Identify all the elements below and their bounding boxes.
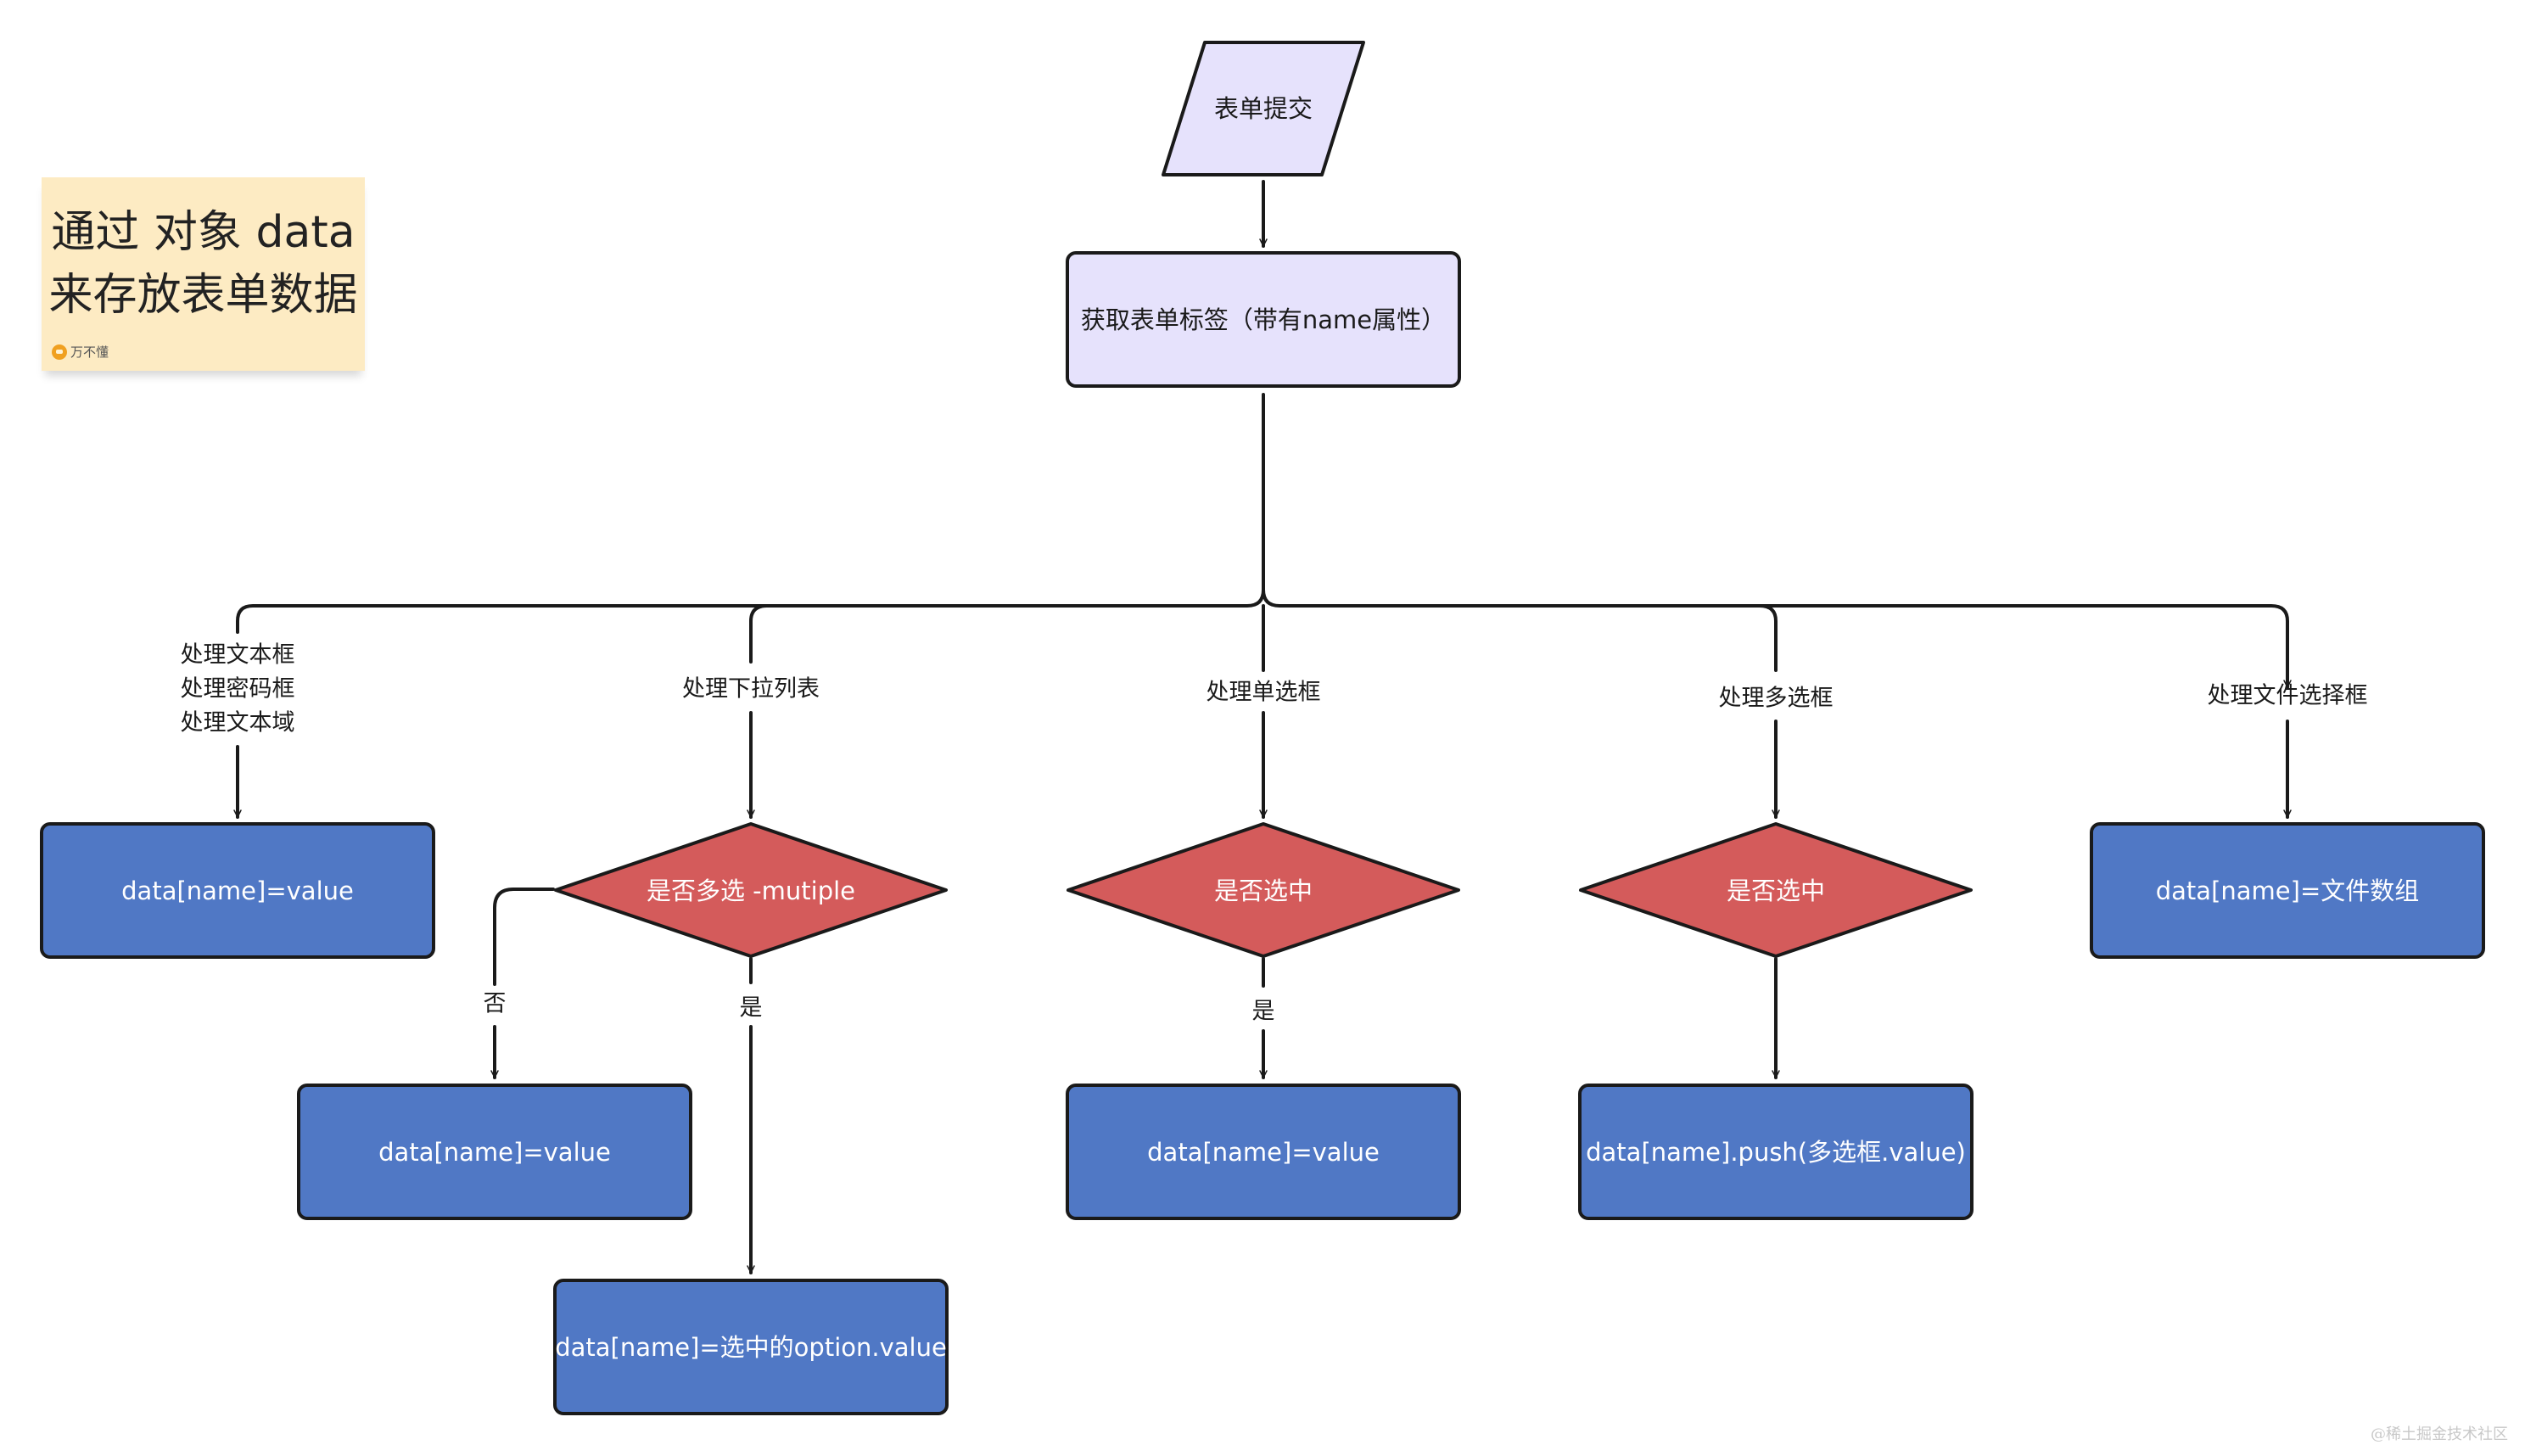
file-value-label: data[name]=文件数组 bbox=[2156, 876, 2420, 905]
submit-label: 表单提交 bbox=[1214, 94, 1313, 123]
checkbox-question-label: 是否选中 bbox=[1727, 876, 1825, 905]
text-value-label: data[name]=value bbox=[121, 876, 354, 905]
radio-value-label: data[name]=value bbox=[1147, 1138, 1380, 1167]
sticky-note-text: 通过 对象 data 来存放表单数据 bbox=[42, 201, 365, 327]
select-multiple-label: 是否多选 -mutiple bbox=[647, 876, 855, 905]
get-tags-node bbox=[1066, 251, 1461, 388]
edge-label-select-no: 否 bbox=[484, 991, 507, 1017]
sticky-note: 通过 对象 data 来存放表单数据 万不懂 bbox=[42, 177, 365, 371]
edge-label-select-yes: 是 bbox=[740, 995, 763, 1022]
file-value-node bbox=[2090, 822, 2485, 959]
submit-node bbox=[1162, 41, 1365, 176]
edge-label-text-3: 处理文本域 bbox=[181, 710, 295, 736]
sticky-note-author: 万不懂 bbox=[52, 343, 109, 361]
avatar-icon bbox=[52, 344, 67, 360]
radio-decision bbox=[1067, 822, 1460, 958]
radio-value-node bbox=[1066, 1084, 1461, 1220]
author-name: 万不懂 bbox=[70, 344, 109, 360]
select-multi-value-node bbox=[553, 1279, 949, 1415]
select-single-value-label: data[name]=value bbox=[378, 1138, 611, 1167]
get-tags-label: 获取表单标签（带有name属性） bbox=[1081, 305, 1446, 334]
edge-label-select: 处理下拉列表 bbox=[682, 676, 820, 703]
edge-label-file: 处理文件选择框 bbox=[2208, 683, 2368, 709]
edge-bus bbox=[236, 588, 1265, 634]
checkbox-push-node bbox=[1578, 1084, 1974, 1220]
edge-label-text-2: 处理密码框 bbox=[181, 676, 295, 703]
checkbox-push-label: data[name].push(多选框.value) bbox=[1586, 1138, 1966, 1167]
checkbox-decision bbox=[1579, 822, 1973, 958]
edge-select-no bbox=[493, 888, 555, 986]
edge-label-radio: 处理单选框 bbox=[1207, 680, 1321, 706]
sticky-note-line-1: 通过 对象 data bbox=[51, 207, 356, 258]
edge-label-radio-yes: 是 bbox=[1252, 999, 1275, 1025]
edge-label-text-1: 处理文本框 bbox=[181, 642, 295, 669]
text-value-node bbox=[40, 822, 435, 959]
radio-question-label: 是否选中 bbox=[1214, 876, 1313, 905]
watermark: @稀土掘金技术社区 bbox=[2371, 1425, 2508, 1443]
select-multi-value-label: data[name]=选中的option.value bbox=[555, 1333, 947, 1362]
sticky-note-line-2: 来存放表单数据 bbox=[48, 270, 358, 321]
select-multiple-decision bbox=[554, 822, 948, 958]
edge-label-checkbox: 处理多选框 bbox=[1719, 686, 1834, 712]
select-single-value-node bbox=[297, 1084, 692, 1220]
